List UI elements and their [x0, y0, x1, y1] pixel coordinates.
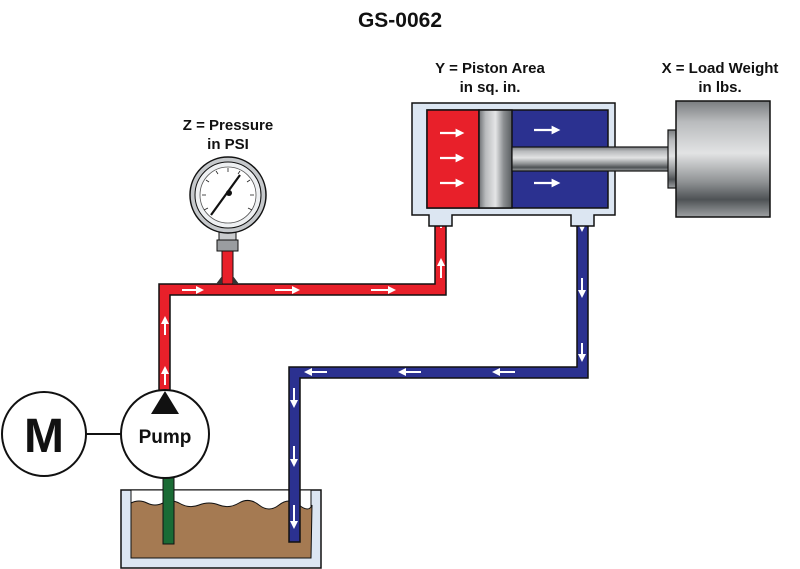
piston-area-label-line1: Y = Piston Area — [435, 60, 545, 77]
flow-arrows — [161, 207, 586, 529]
pump-direction-triangle-icon — [151, 391, 179, 414]
pressure-line — [158, 204, 447, 393]
piston-rod — [511, 146, 675, 172]
return-line — [288, 204, 589, 543]
hydraulic-cylinder — [411, 102, 675, 227]
load-weight — [667, 100, 771, 218]
pump: Pump — [120, 389, 210, 479]
load-weight-label-line1: X = Load Weight — [662, 60, 779, 77]
gauge-needle — [210, 174, 241, 216]
load-weight-label-line2: in lbs. — [698, 79, 741, 96]
motor: M — [1, 391, 87, 477]
pressure-gauge — [189, 156, 267, 252]
motor-label: M — [24, 410, 64, 463]
suction-line — [162, 473, 175, 545]
diagram-title: GS-0062 — [358, 9, 442, 32]
piston-area-label-line2: in sq. in. — [460, 79, 521, 96]
piston — [478, 109, 513, 209]
hydraulic-fluid — [130, 499, 313, 559]
pressure-label-line1: Z = Pressure — [183, 117, 273, 134]
pump-label: Pump — [139, 427, 192, 448]
pressure-label-line2: in PSI — [207, 136, 249, 153]
